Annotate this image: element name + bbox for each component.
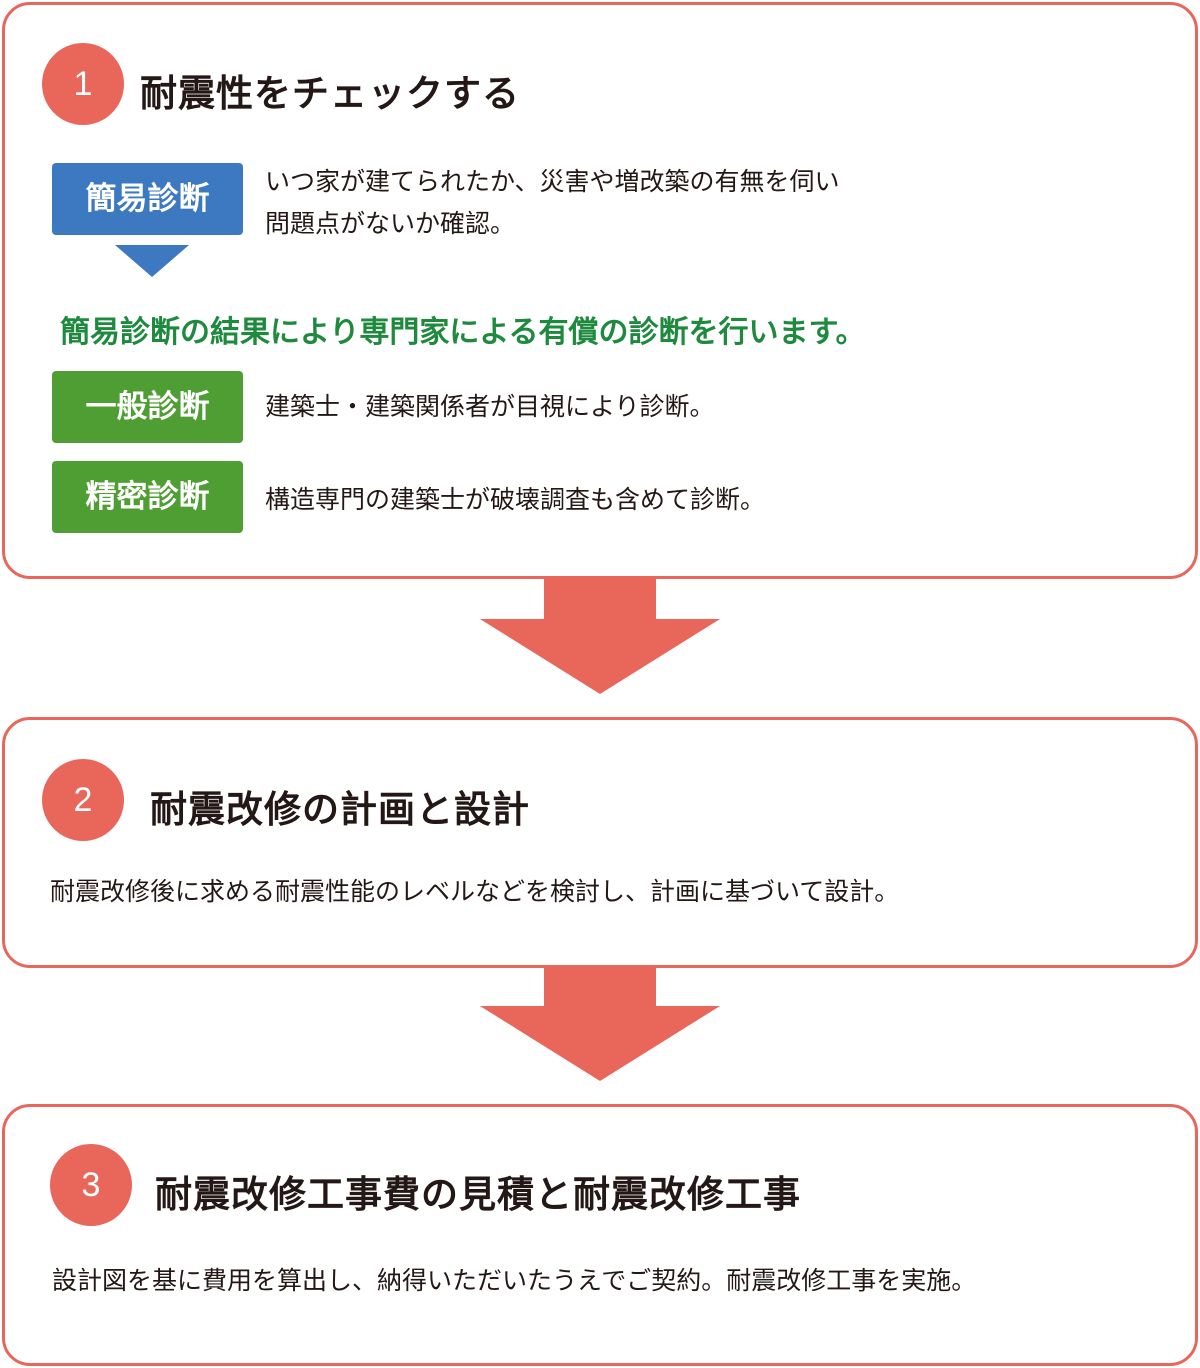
step-2-card: 2 耐震改修の計画と設計 耐震改修後に求める耐震性能のレベルなどを検討し、計画に…	[2, 717, 1198, 968]
simple-diagnosis-desc-line1: いつ家が建てられたか、災害や増改築の有無を伺い	[265, 167, 840, 196]
triangle-down-icon	[115, 245, 189, 277]
step-number-badge: 1	[42, 43, 124, 125]
step-description: 設計図を基に費用を算出し、納得いただいたうえでご契約。耐震改修工事を実施。	[52, 1266, 977, 1295]
general-diagnosis-desc: 建築士・建築関係者が目視により診断。	[265, 392, 715, 421]
general-diagnosis-tag: 一般診断	[52, 371, 243, 443]
step-number-badge: 3	[50, 1144, 132, 1226]
detailed-diagnosis-tag: 精密診断	[52, 461, 243, 533]
down-arrow-icon	[480, 966, 720, 1081]
step-number-badge: 2	[42, 759, 124, 841]
step-title: 耐震改修工事費の見積と耐震改修工事	[155, 1173, 801, 1216]
step-description: 耐震改修後に求める耐震性能のレベルなどを検討し、計画に基づいて設計。	[50, 877, 900, 906]
down-arrow-icon	[480, 579, 720, 694]
step-title: 耐震性をチェックする	[140, 72, 520, 115]
step-title: 耐震改修の計画と設計	[150, 788, 530, 831]
detailed-diagnosis-desc: 構造専門の建築士が破壊調査も含めて診断。	[265, 485, 766, 514]
simple-diagnosis-desc-line2: 問題点がないか確認。	[265, 209, 516, 238]
step-1-card: 1 耐震性をチェックする 簡易診断 いつ家が建てられたか、災害や増改築の有無を伺…	[2, 2, 1198, 579]
simple-diagnosis-tag: 簡易診断	[52, 163, 243, 235]
step-3-card: 3 耐震改修工事費の見積と耐震改修工事 設計図を基に費用を算出し、納得いただいた…	[2, 1104, 1198, 1366]
paid-diagnosis-note: 簡易診断の結果により専門家による有償の診断を行います。	[60, 315, 866, 350]
